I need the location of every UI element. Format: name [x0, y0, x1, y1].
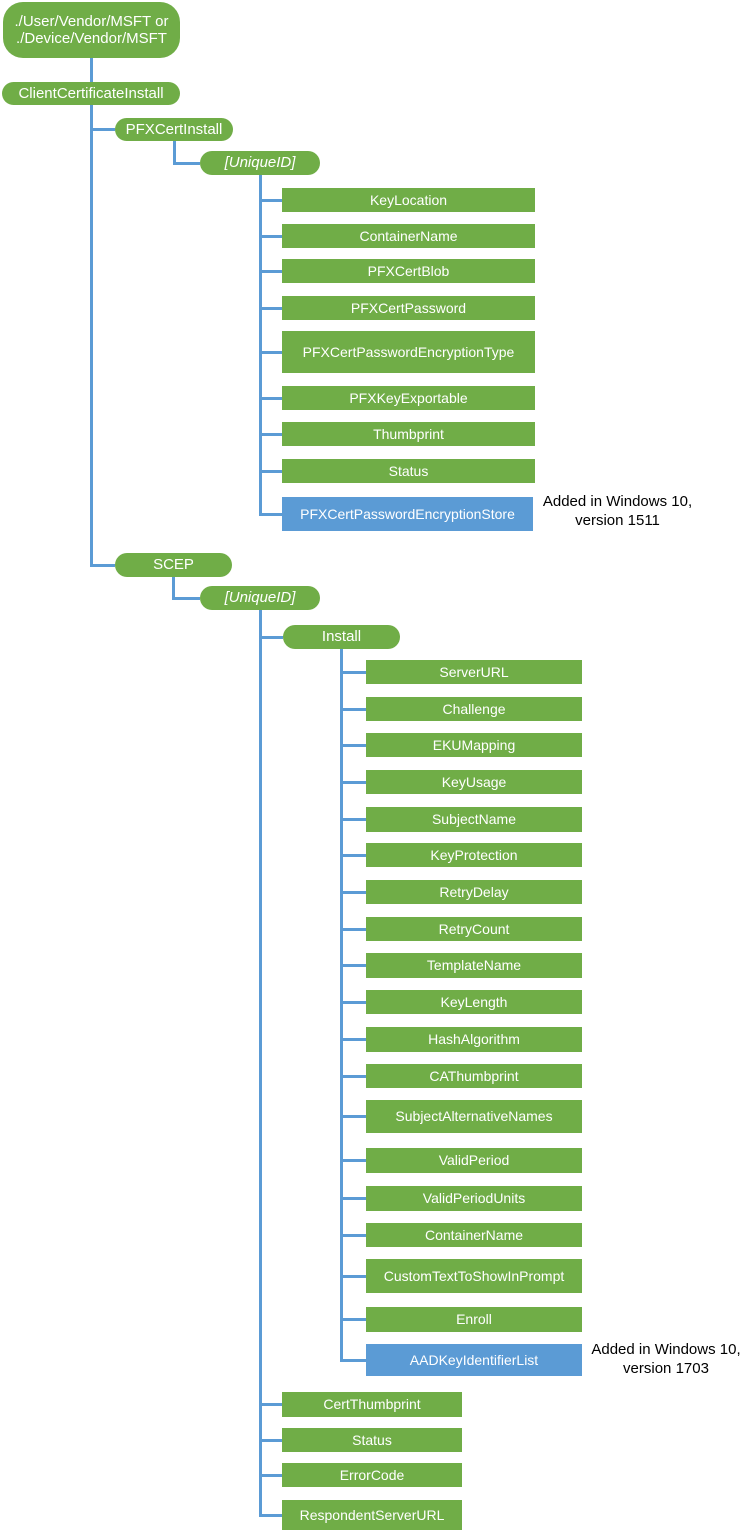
- connector-line: [89, 105, 93, 567]
- node-thumbprint: Thumbprint: [282, 422, 535, 446]
- node-certthumbprint: CertThumbprint: [282, 1392, 462, 1417]
- node-clientcertificateinstall: ClientCertificateInstall: [2, 82, 180, 105]
- connector-line: [340, 1318, 366, 1321]
- connector-line: [258, 469, 282, 473]
- connector-line: [340, 818, 366, 821]
- connector-line: [258, 512, 282, 516]
- node-pfxcertpasswordencryptiontype: PFXCertPasswordEncryptionType: [282, 331, 535, 373]
- connector-line: [258, 432, 282, 436]
- connector-line: [258, 175, 262, 516]
- node-enroll: Enroll: [366, 1307, 582, 1332]
- connector-line: [258, 350, 282, 354]
- connector-line: [172, 161, 200, 165]
- connector-line: [340, 649, 343, 1362]
- node-retrydelay: RetryDelay: [366, 880, 582, 904]
- connector-line: [340, 1038, 366, 1041]
- node-uniqueid-1: [UniqueID]: [200, 151, 320, 175]
- node-uniqueid-2: [UniqueID]: [200, 586, 320, 610]
- connector-line: [340, 853, 366, 857]
- connector-line: [258, 306, 282, 310]
- node-pfxcertinstall: PFXCertInstall: [115, 118, 233, 141]
- node-hashalgorithm: HashAlgorithm: [366, 1027, 582, 1052]
- connector-line: [340, 1274, 366, 1278]
- node-customtexttoshowinprompt: CustomTextToShowInPrompt: [366, 1259, 582, 1293]
- connector-line: [258, 198, 282, 202]
- connector-line: [172, 141, 176, 165]
- node-respondentserverurl: RespondentServerURL: [282, 1500, 462, 1530]
- connector-line: [89, 128, 115, 131]
- connector-line: [258, 396, 282, 400]
- node-pfxcertpassword: PFXCertPassword: [282, 296, 535, 320]
- connector-line: [258, 1473, 282, 1477]
- node-pfxcertpasswordencryptionstore: PFXCertPasswordEncryptionStore: [282, 497, 533, 531]
- connector-line: [340, 890, 366, 894]
- connector-line: [340, 780, 366, 784]
- connector-line: [340, 1197, 366, 1200]
- connector-line: [258, 635, 283, 639]
- node-validperiod: ValidPeriod: [366, 1148, 582, 1173]
- node-keylength: KeyLength: [366, 990, 582, 1014]
- node-cathumbprint: CAThumbprint: [366, 1064, 582, 1088]
- connector-line: [340, 927, 366, 931]
- node-retrycount: RetryCount: [366, 917, 582, 941]
- connector-line: [258, 610, 262, 1517]
- node-challenge: Challenge: [366, 697, 582, 721]
- node-install: Install: [283, 625, 400, 649]
- node-validperiodunits: ValidPeriodUnits: [366, 1186, 582, 1211]
- connector-line: [90, 58, 93, 82]
- connector-line: [340, 1159, 366, 1162]
- connector-line: [258, 1438, 282, 1442]
- connector-line: [340, 670, 366, 674]
- annotation-version-1703: Added in Windows 10, version 1703: [591, 1341, 741, 1377]
- node-errorcode: ErrorCode: [282, 1463, 462, 1487]
- node-serverurl: ServerURL: [366, 660, 582, 684]
- node-keyusage: KeyUsage: [366, 770, 582, 794]
- node-keylocation: KeyLocation: [282, 188, 535, 212]
- connector-line: [258, 269, 282, 273]
- connector-line: [340, 1000, 366, 1004]
- connector-line: [340, 964, 366, 967]
- node-subjectalternativenames: SubjectAlternativeNames: [366, 1100, 582, 1133]
- node-subjectname: SubjectName: [366, 807, 582, 832]
- node-pfxcertblob: PFXCertBlob: [282, 259, 535, 283]
- connector-line: [172, 577, 175, 600]
- connector-line: [89, 563, 115, 567]
- annotation-version-1511: Added in Windows 10, version 1511: [542, 493, 693, 529]
- connector-line: [258, 234, 282, 238]
- node-pfxkeyexportable: PFXKeyExportable: [282, 386, 535, 410]
- connector-line: [258, 1513, 282, 1517]
- connector-line: [340, 1233, 366, 1237]
- connector-line: [172, 596, 200, 600]
- node-aadkeyidentifierlist: AADKeyIdentifierList: [366, 1344, 582, 1376]
- node-status-2: Status: [282, 1428, 462, 1452]
- node-status-1: Status: [282, 459, 535, 483]
- node-scep: SCEP: [115, 553, 232, 577]
- connector-line: [340, 743, 366, 747]
- node-containername-2: ContainerName: [366, 1223, 582, 1247]
- node-containername-1: ContainerName: [282, 224, 535, 248]
- node-root: ./User/Vendor/MSFT or ./Device/Vendor/MS…: [3, 2, 180, 58]
- node-keyprotection: KeyProtection: [366, 843, 582, 867]
- connector-line: [258, 1403, 282, 1406]
- connector-line: [340, 1358, 366, 1362]
- connector-line: [340, 1074, 366, 1078]
- node-ekumapping: EKUMapping: [366, 733, 582, 757]
- connector-line: [340, 707, 366, 711]
- node-templatename: TemplateName: [366, 953, 582, 978]
- connector-line: [340, 1115, 366, 1118]
